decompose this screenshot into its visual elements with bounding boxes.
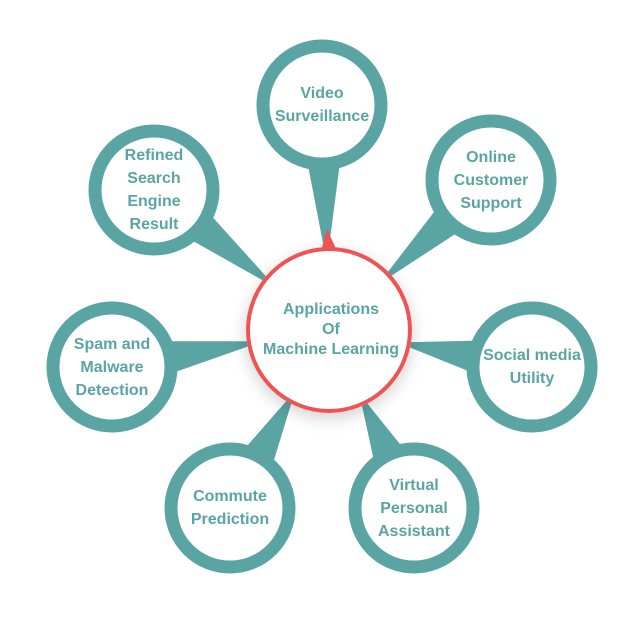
node-circle-social-media-utility xyxy=(466,301,598,433)
connector-social-media-utility xyxy=(406,340,477,373)
node-label-commute-prediction: Commute Prediction xyxy=(190,488,270,528)
node-circle-virtual-personal-assistant xyxy=(348,442,480,574)
node-label-virtual-personal-assistant: Virtual Personal Assistant xyxy=(377,476,451,540)
node-circle-video-surveillance xyxy=(256,39,388,171)
hub-label: Applications Of Machine Learning xyxy=(262,301,400,358)
node-circle-commute-prediction xyxy=(164,442,296,574)
node-circle-refined-search-engine-result xyxy=(88,124,220,256)
hub-pointer-arrow xyxy=(321,229,337,251)
node-label-online-customer-support: Online Customer Support xyxy=(453,148,529,212)
node-circle-spam-and-malware-detection xyxy=(46,301,178,433)
hub-disc xyxy=(246,247,412,413)
node-circle-online-customer-support xyxy=(425,114,557,246)
connector-spam-and-malware-detection xyxy=(167,341,252,373)
node-label-spam-and-malware-detection: Spam and Malware Detection xyxy=(73,335,151,399)
node-label-social-media-utility: Social media Utility xyxy=(483,347,581,387)
connector-online-customer-support xyxy=(385,208,459,278)
connector-refined-search-engine-result xyxy=(190,214,269,283)
connector-video-surveillance xyxy=(307,163,340,252)
node-label-video-surveillance: Video Surveillance xyxy=(274,85,370,125)
connector-commute-prediction xyxy=(244,398,293,465)
node-label-refined-search-engine-result: Refined Search Engine Result xyxy=(124,147,184,233)
